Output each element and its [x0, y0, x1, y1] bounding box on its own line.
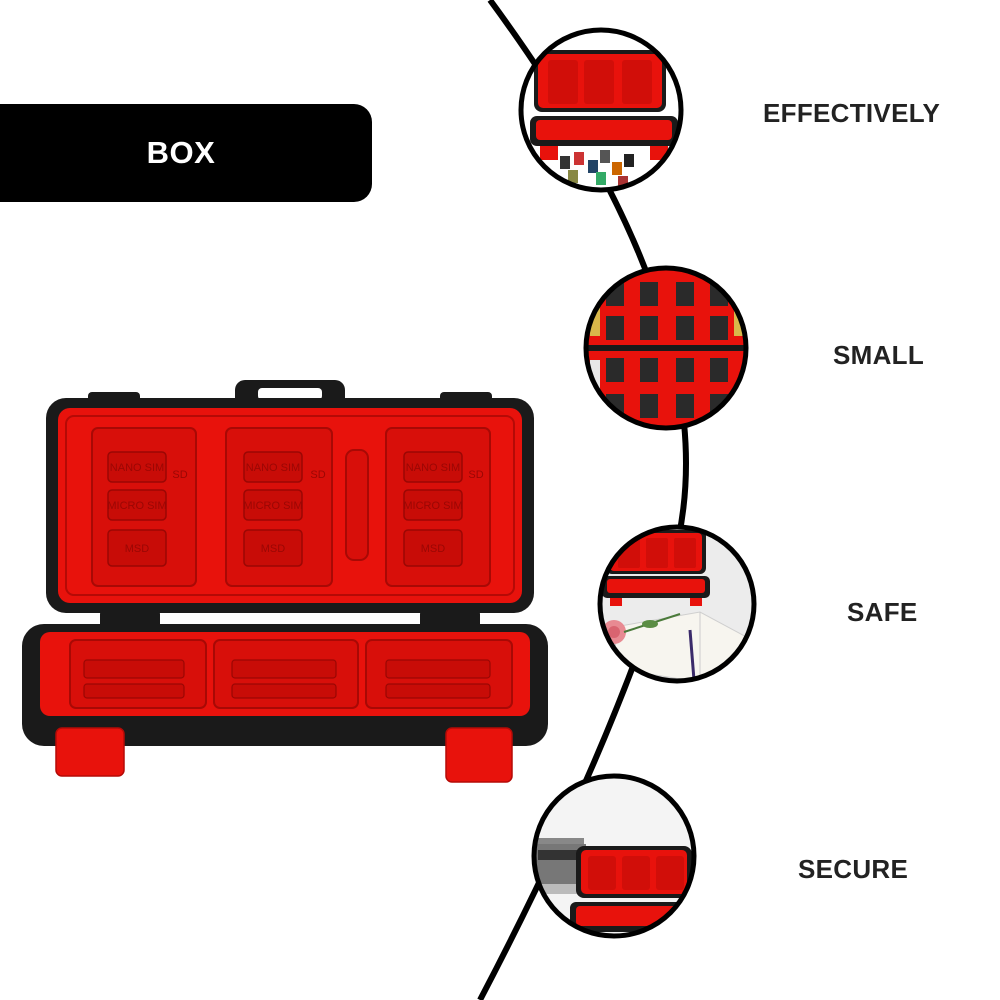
title-banner: BOX: [0, 104, 372, 202]
feature-label-small: SMALL: [833, 340, 925, 370]
case-latches: [55, 727, 513, 783]
slot-label-nano-2: NANO SIM: [246, 462, 300, 474]
feature-label-safe: SAFE: [847, 597, 918, 627]
slot-label-micro-1: MICRO SIM: [107, 500, 166, 512]
slot-label-sd-3: SD: [468, 469, 483, 481]
card-case: NANO SIM MICRO SIM MSD NANO SIM MICRO SI…: [22, 380, 548, 783]
slot-label-sd-1: SD: [172, 469, 187, 481]
feature-image-effectively: [518, 27, 684, 193]
feature-image-small: [583, 265, 749, 431]
slot-label-msd-1: MSD: [125, 543, 150, 555]
slot-label-nano-1: NANO SIM: [110, 462, 164, 474]
slot-label-nano-3: NANO SIM: [406, 462, 460, 474]
feature-label-effectively: EFFECTIVELY: [763, 98, 941, 128]
slot-label-sd-2: SD: [310, 469, 325, 481]
feature-image-safe: [597, 524, 757, 684]
slot-label-msd-3: MSD: [421, 543, 446, 555]
feature-label-secure: SECURE: [798, 854, 909, 884]
banner-label: BOX: [146, 135, 216, 170]
slot-label-micro-2: MICRO SIM: [243, 500, 302, 512]
slot-label-msd-2: MSD: [261, 543, 286, 555]
feature-image-secure: [531, 773, 697, 939]
slot-label-micro-3: MICRO SIM: [403, 500, 462, 512]
